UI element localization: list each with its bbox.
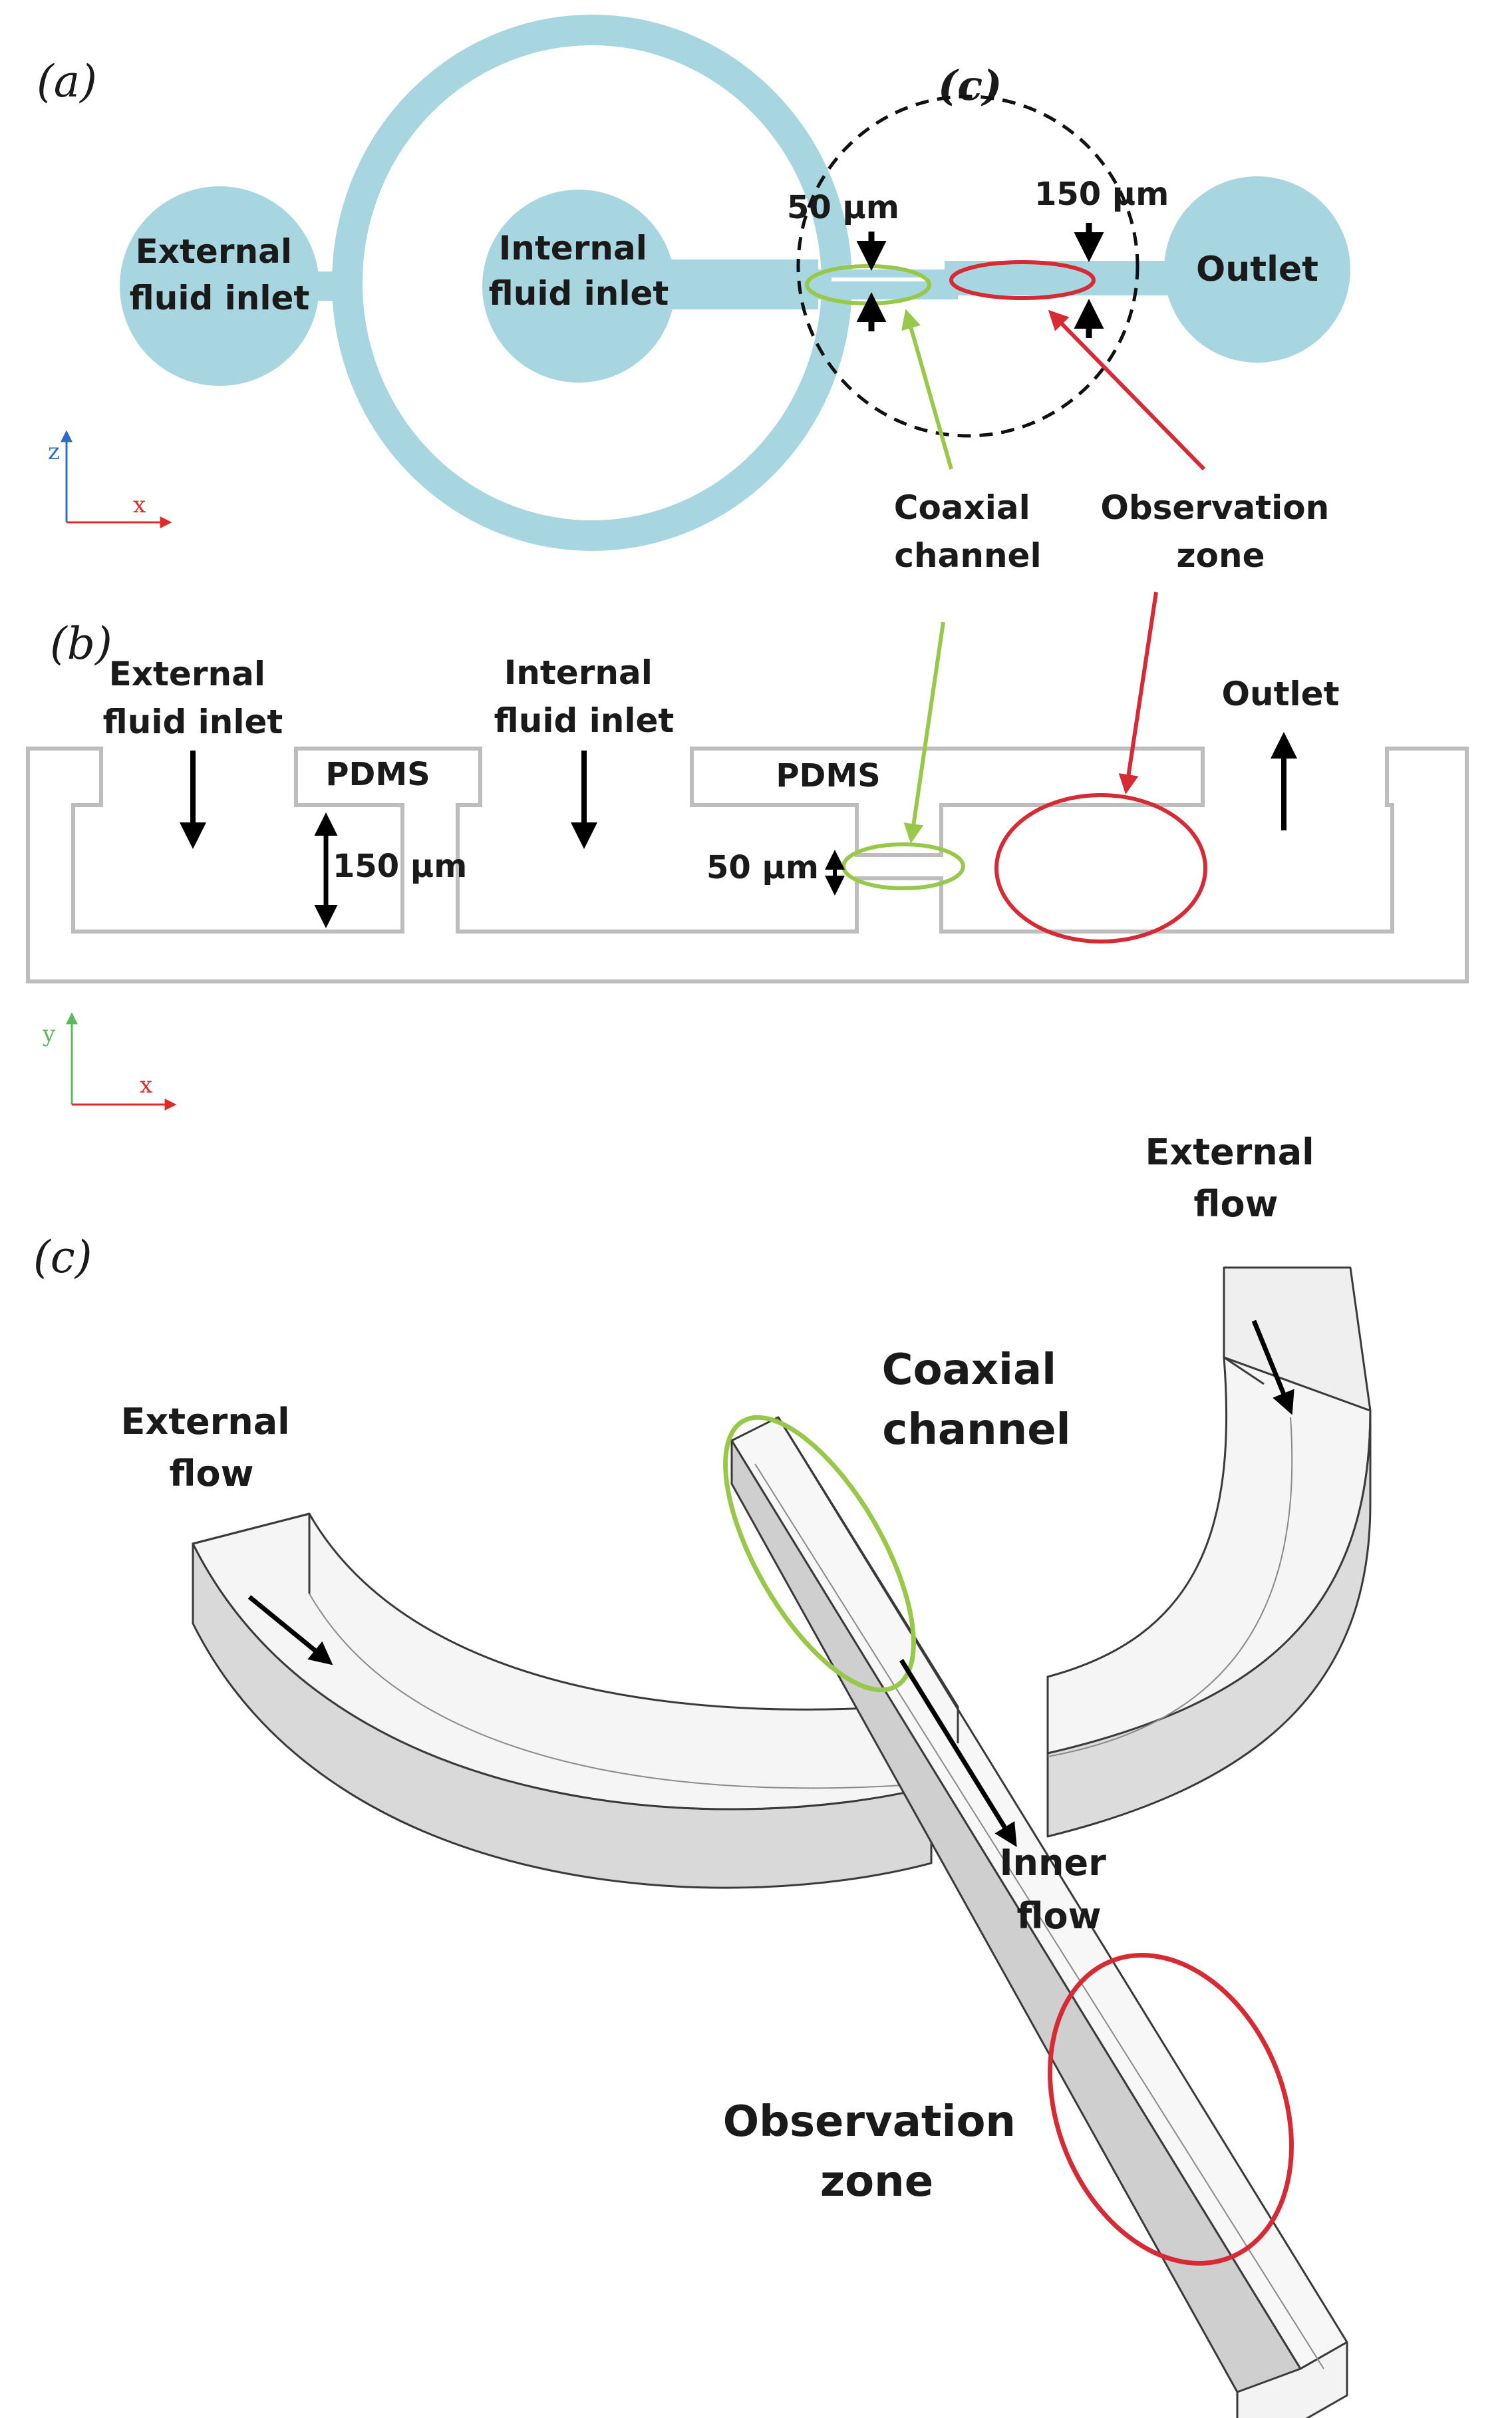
observation-callout-arrow — [1048, 309, 1206, 471]
straight-channel — [730, 1416, 1348, 2418]
outlet-label: Outlet — [1196, 250, 1318, 289]
flow-arrows-c — [247, 1319, 1294, 1847]
panel-a-tag: (a) — [37, 56, 97, 107]
zoom-circle-tag: (c) — [938, 61, 1002, 110]
panel-a: (a) (c) External fluid inlet Internal fl… — [37, 15, 1350, 575]
coaxial-highlight-ellipse-b — [841, 842, 965, 890]
coaxial-callout-arrow-b — [903, 621, 945, 844]
observation-zone-label-c: Observation zone — [723, 2097, 1031, 2206]
y-axis-label: y — [42, 1021, 56, 1047]
external-flow-arrow-right — [1251, 1319, 1294, 1415]
cross-section-outline — [26, 747, 1469, 983]
coaxial-callout-arrow — [901, 309, 953, 470]
straight-channel-center-line — [754, 1463, 1324, 2369]
dimension-150um-label: 150 μm — [1034, 176, 1169, 213]
dimension-arrows-a — [856, 223, 1104, 338]
curved-external-channel — [192, 1266, 1372, 1889]
internal-feed-channel — [669, 259, 818, 309]
coaxial-tube-edge — [777, 1417, 959, 1743]
device-outline — [26, 747, 1469, 983]
internal-inlet-reservoir — [482, 190, 675, 383]
left-inlet-edge — [192, 1512, 311, 1594]
curved-channel-floor-right — [1046, 1356, 1372, 1755]
internal-inlet-label-b: Internal fluid inlet — [494, 653, 675, 740]
observation-highlight-ellipse-c — [1048, 1953, 1294, 2266]
observation-callout-arrow-b — [1118, 592, 1158, 794]
external-inlet-label: External fluid inlet — [130, 232, 310, 317]
external-inlet-label-b: External fluid inlet — [103, 655, 283, 741]
internal-inlet-label: Internal fluid inlet — [489, 229, 669, 313]
outlet-label-b: Outlet — [1222, 675, 1340, 713]
observation-highlight-ellipse-b — [994, 793, 1207, 944]
external-inlet-reservoir — [120, 186, 319, 386]
dimension-50um-label: 50 μm — [787, 189, 899, 226]
external-flow-label-right: External flow — [1145, 1131, 1327, 1225]
axes-zx: z x — [48, 430, 172, 528]
inner-flow-arrow — [899, 1659, 1017, 1847]
pdms-right-label: PDMS — [776, 757, 880, 794]
panel-c-tag: (c) — [33, 1232, 92, 1283]
panel-b-tag: (b) — [50, 618, 112, 669]
coaxial-highlight-ellipse-c — [723, 1415, 916, 1693]
external-fluid-ring — [332, 15, 852, 551]
external-flow-label-left: External flow — [121, 1401, 303, 1494]
right-inlet-edge — [1223, 1268, 1265, 1385]
x-axis-label: x — [133, 492, 146, 518]
inner-flow-label: Inner flow — [999, 1842, 1118, 1937]
dimension-150um-label-b: 150 μm — [333, 848, 467, 885]
curved-channel-outer-wall-right — [1046, 1409, 1372, 1838]
x-axis-label-b: x — [140, 1072, 152, 1099]
pdms-left-label: PDMS — [325, 756, 430, 793]
curved-channel-inner-floor-line — [309, 1593, 932, 1789]
panel-c: (c) — [33, 1131, 1372, 2418]
observation-highlight-ellipse — [949, 260, 1096, 300]
flow-arrows-b — [180, 732, 1297, 849]
zoom-circle — [796, 94, 1139, 438]
observation-zone-label: Observation zone — [1100, 488, 1340, 575]
pdms-right-block — [690, 747, 1205, 857]
z-axis-label: z — [48, 438, 60, 465]
outlet-reservoir — [1164, 176, 1350, 363]
external-flow-arrow-left — [247, 1595, 333, 1665]
dimension-50um-label-b: 50 μm — [706, 849, 819, 886]
curved-channel-inner-floor-line-right — [1047, 1417, 1293, 1757]
coaxial-channel-label-c: Coaxial channel — [882, 1345, 1072, 1455]
panel-b: (b) External fluid inlet Internal fluid … — [26, 592, 1469, 1111]
axes-yx: y x — [42, 1012, 177, 1111]
coaxial-channel-label: Coaxial channel — [894, 488, 1042, 575]
